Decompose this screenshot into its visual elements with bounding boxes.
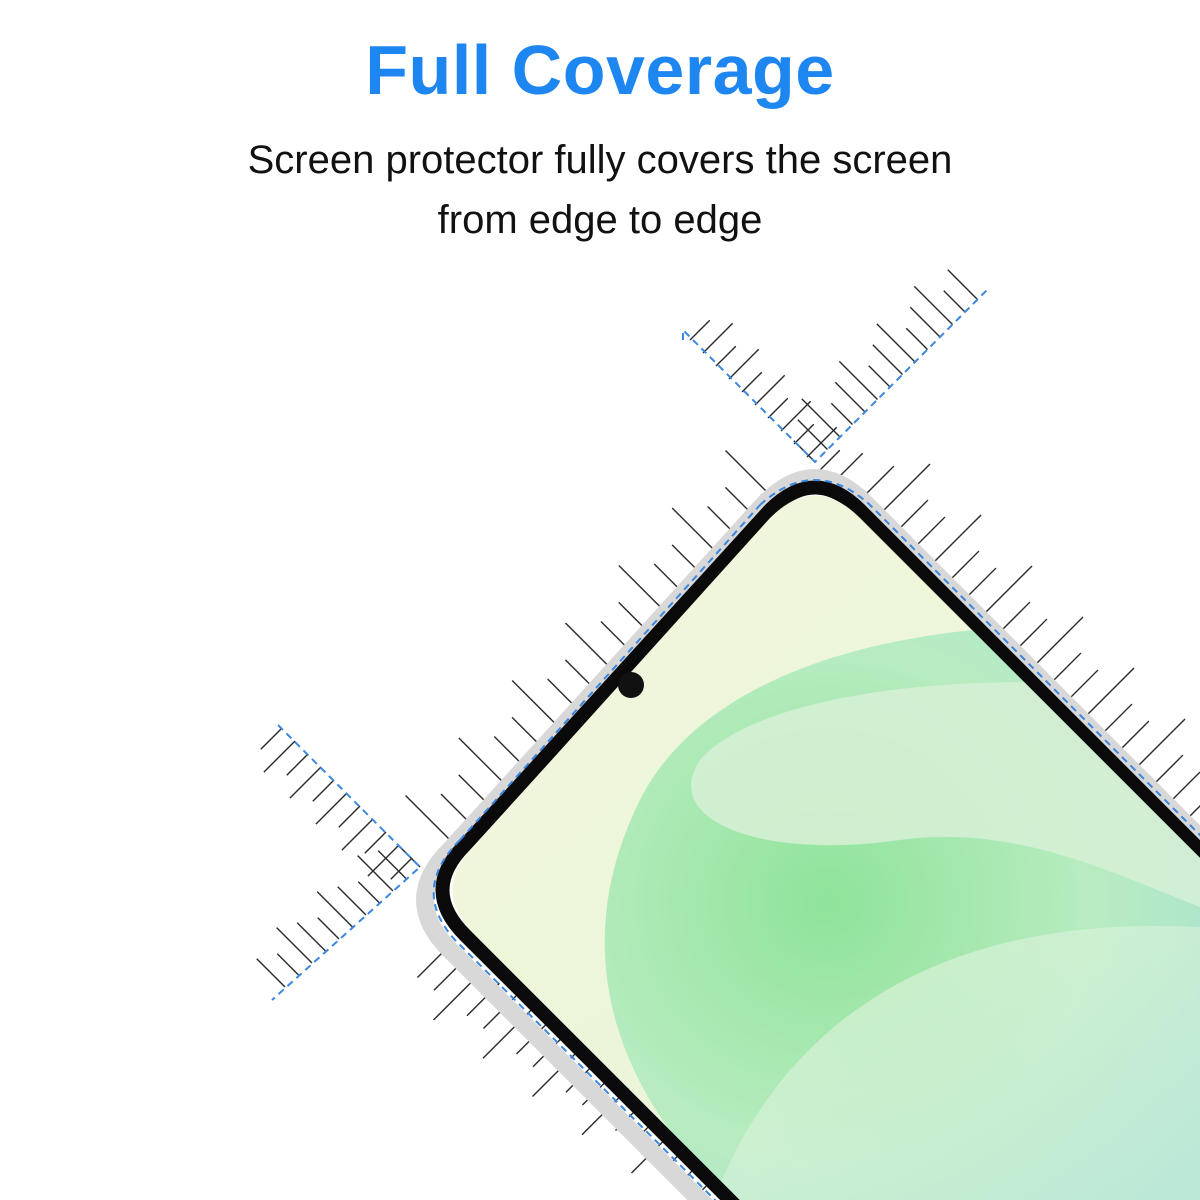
hatch-mark — [511, 680, 563, 731]
hatch-mark — [767, 397, 789, 419]
hatch-mark — [905, 327, 928, 350]
phone-bezel — [435, 480, 1200, 1200]
hatch-mark — [1080, 667, 1135, 722]
hatch-mark — [1182, 805, 1200, 824]
front-camera-icon — [618, 672, 644, 698]
hatch-mark — [741, 371, 763, 393]
hatch-mark — [1131, 718, 1186, 773]
hatch-mark — [276, 953, 299, 976]
hatch-mark — [263, 740, 296, 773]
hatch-mark — [338, 805, 361, 828]
hatch-mark — [316, 891, 353, 928]
hatch-mark — [256, 958, 286, 988]
hatch-mark — [337, 886, 367, 916]
hatch-mark — [728, 348, 760, 380]
hatch-mark — [289, 766, 322, 799]
hatch-mark — [317, 917, 340, 940]
hatch-mark — [357, 881, 380, 904]
hatch-mark — [286, 753, 309, 776]
hatch-mark — [276, 927, 313, 964]
coverage-guide-top — [682, 288, 989, 464]
headline-subtitle: Screen protector fully covers the screen… — [200, 130, 1000, 250]
hatch-mark — [532, 1046, 583, 1097]
hatch-mark — [838, 360, 878, 400]
subtitle-line-1: Screen protector fully covers the screen — [247, 138, 953, 182]
hatch-mark — [834, 381, 866, 413]
hatch-mark — [830, 402, 853, 425]
hatch-mark — [943, 290, 966, 313]
hatch-mark — [801, 398, 841, 438]
coverage-guide-dashed-edge — [432, 479, 1200, 1200]
hatch-mark — [780, 400, 812, 432]
hatch-mark — [315, 792, 348, 825]
hatch-mark — [296, 922, 326, 952]
hatch-mark — [876, 463, 931, 518]
hatch-mark — [909, 306, 941, 338]
hatch-mark — [312, 779, 335, 802]
hatch-mark — [754, 374, 786, 406]
hatch-mark — [1029, 616, 1084, 671]
hatch-mark — [978, 565, 1033, 620]
hatch-mark — [458, 737, 509, 788]
hatch-mark — [357, 855, 394, 892]
hatch-mark — [689, 319, 711, 341]
hatch-mark — [702, 322, 734, 354]
hatch-mark — [819, 449, 841, 471]
coverage-guide-left — [271, 724, 422, 1001]
screen-wallpaper-wave-soft — [700, 926, 1200, 1200]
hatch-mark — [341, 818, 374, 851]
subtitle-line-2: from edge to edge — [437, 198, 763, 242]
hatch-mark — [793, 423, 815, 445]
hatch-mark — [868, 365, 891, 388]
hatch-mark — [872, 344, 903, 375]
hatch-mark — [260, 727, 283, 750]
headline-title: Full Coverage — [365, 31, 835, 109]
hatch-mark — [806, 426, 838, 458]
hatch-mark — [876, 323, 916, 363]
hatch-mark — [364, 831, 387, 854]
hatch-mark — [797, 419, 828, 450]
hatch-mark — [913, 285, 953, 325]
phone-screen — [452, 495, 1200, 1200]
hatch-mark — [377, 850, 407, 880]
hatch-mark — [405, 795, 456, 846]
hatch-mark — [927, 514, 982, 569]
hatch-mark — [715, 345, 737, 367]
hatch-mark — [390, 857, 413, 880]
hatch-mark — [947, 269, 978, 300]
